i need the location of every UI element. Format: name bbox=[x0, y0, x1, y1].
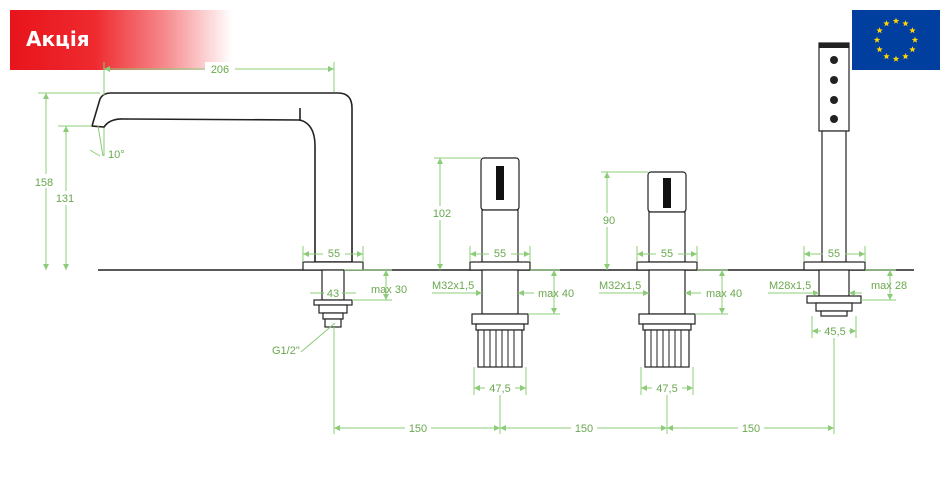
dim-spout-reach: 206 bbox=[211, 64, 229, 76]
dim-spout-shank-width: 43 bbox=[327, 288, 339, 300]
handle-2-outline bbox=[636, 171, 698, 368]
dim-handle-1-height: 102 bbox=[433, 208, 451, 220]
dim-handle-1-nut-width: 47,5 bbox=[489, 383, 510, 395]
eu-flag-icon bbox=[852, 10, 940, 70]
dim-handle-2-nut-width: 47,5 bbox=[656, 383, 677, 395]
dim-spout-thread: G1/2" bbox=[272, 345, 300, 357]
dim-handle-1-base-width: 55 bbox=[494, 248, 506, 260]
dim-handle-2-max-thickness: max 40 bbox=[706, 288, 742, 300]
dim-shower-base-width: 55 bbox=[828, 248, 840, 260]
dim-spout-max-thickness: max 30 bbox=[371, 284, 407, 296]
dim-spacing-2: 150 bbox=[575, 423, 593, 435]
flag-star-icon bbox=[873, 36, 881, 43]
flag-star-icon bbox=[876, 27, 883, 34]
dim-spout-height-outlet: 131 bbox=[56, 193, 74, 205]
dim-handle-2-base-width: 55 bbox=[661, 248, 673, 260]
dim-spout-height-total: 158 bbox=[35, 177, 53, 189]
dim-shower-thread: M28x1,5 bbox=[769, 280, 811, 292]
handle-2-dimensions: 90 55 M32x1,5 max 40 47,5 bbox=[599, 171, 742, 395]
spout-outline bbox=[90, 92, 364, 328]
flag-star-icon bbox=[892, 17, 900, 24]
dim-spacing-3: 150 bbox=[742, 423, 760, 435]
promo-badge-label: Акція bbox=[26, 27, 90, 51]
flag-star-icon bbox=[876, 46, 883, 53]
flag-star-icon bbox=[883, 53, 890, 60]
handle-1-nut bbox=[477, 329, 523, 368]
flag-star-icon bbox=[909, 46, 916, 53]
eu-flag-stars bbox=[873, 17, 919, 62]
spacing-dimensions: 150 150 150 bbox=[333, 327, 835, 435]
flag-star-icon bbox=[892, 55, 900, 62]
flag-star-icon bbox=[909, 27, 916, 34]
dim-handle-1-max-thickness: max 40 bbox=[538, 288, 574, 300]
dim-handle-1-thread: M32x1,5 bbox=[432, 280, 474, 292]
dim-handle-2-height: 90 bbox=[603, 215, 615, 227]
flag-star-icon bbox=[902, 53, 909, 60]
dim-spacing-1: 150 bbox=[409, 423, 427, 435]
dim-spout-angle: 10° bbox=[108, 149, 125, 161]
promo-badge: Акція bbox=[10, 10, 232, 70]
flag-star-icon bbox=[883, 20, 890, 27]
dim-spout-base-width: 55 bbox=[328, 248, 340, 260]
hand-shower-dimensions: 55 M28x1,5 max 28 45,5 bbox=[768, 246, 907, 338]
dim-shower-max-thickness: max 28 bbox=[871, 280, 907, 292]
hand-shower-outline bbox=[803, 42, 866, 317]
handle-1-dimensions: 102 55 M32x1,5 max 40 47,5 bbox=[430, 157, 574, 395]
spout-dimensions: 206 158 131 10° 55 43 max 30 bbox=[30, 62, 407, 357]
dim-shower-nut-width: 45,5 bbox=[824, 326, 845, 338]
handle-1-outline bbox=[469, 157, 531, 368]
flag-star-icon bbox=[911, 36, 919, 43]
flag-star-icon bbox=[902, 20, 909, 27]
handle-2-nut bbox=[644, 329, 690, 368]
dim-handle-2-thread: M32x1,5 bbox=[599, 280, 641, 292]
